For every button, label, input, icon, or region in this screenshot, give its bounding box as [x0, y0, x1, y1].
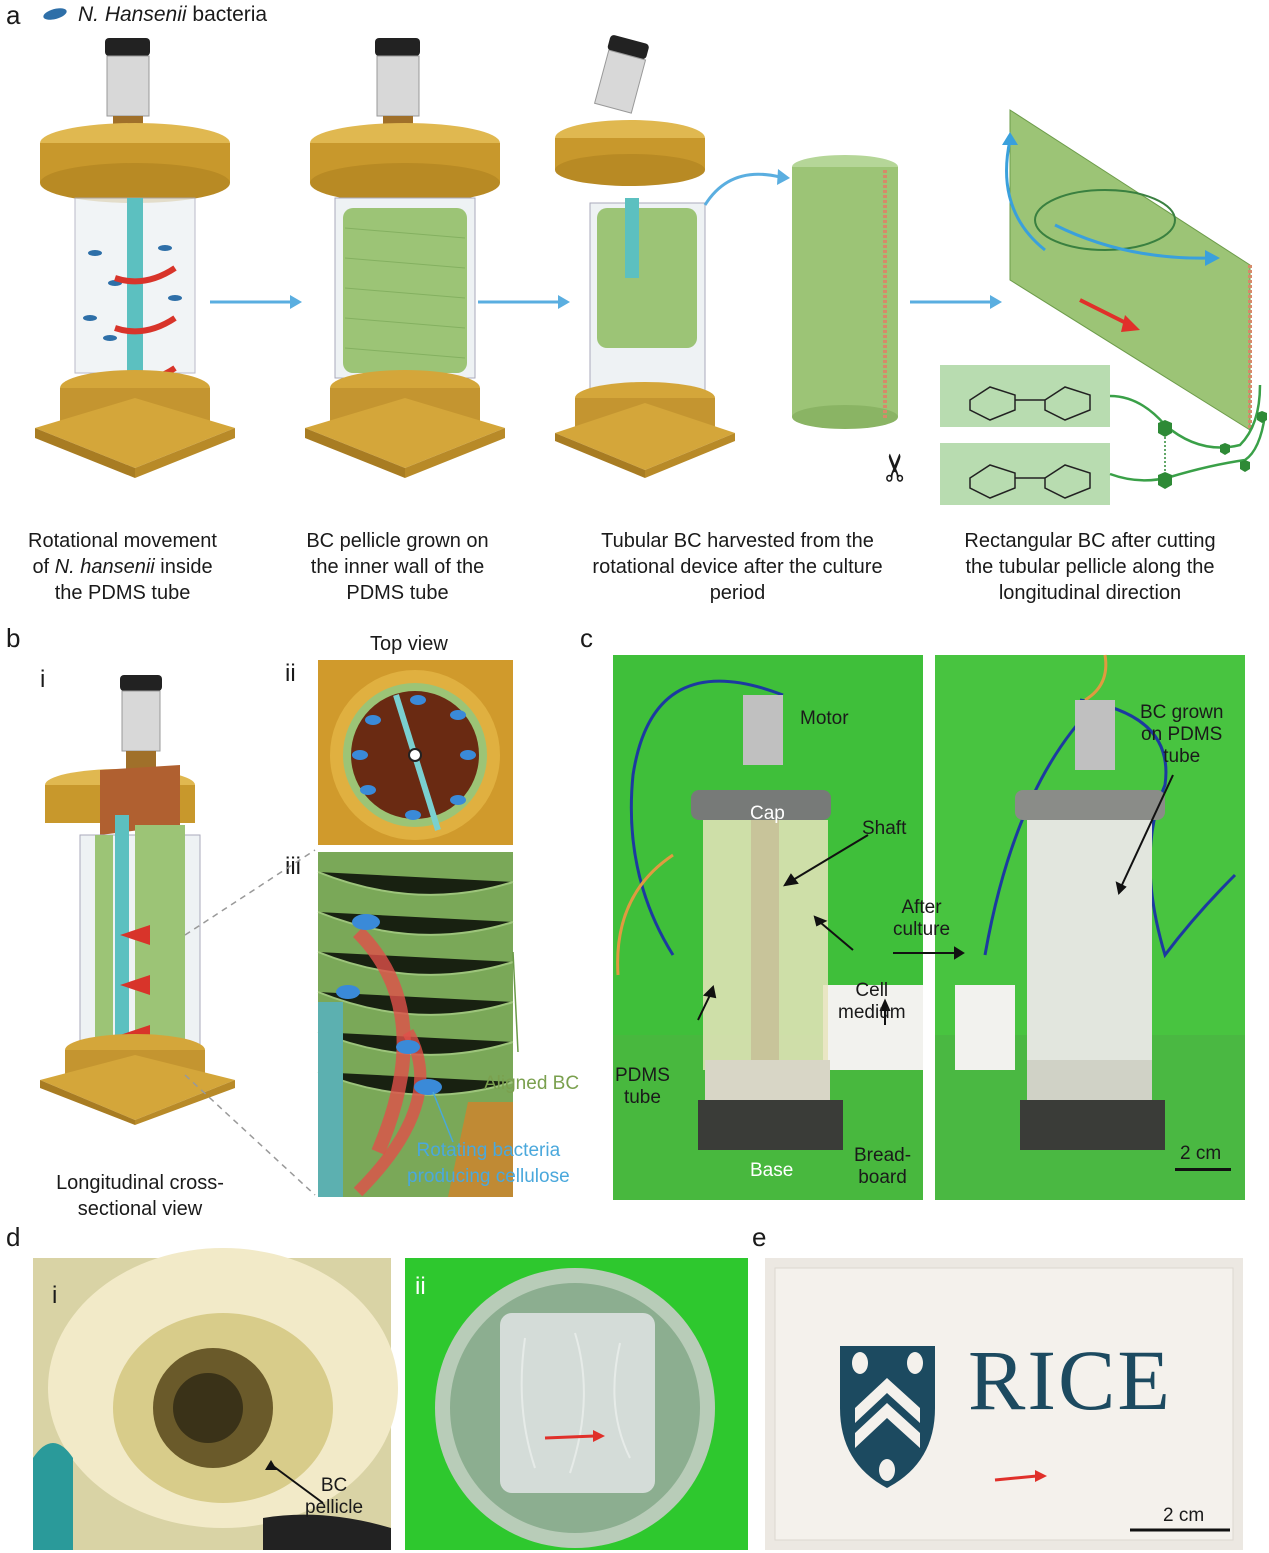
scale-bar-c: [1175, 1168, 1231, 1171]
label-cell-medium: Cell medium: [838, 980, 906, 1023]
label-bc-pellicle: BC pellicle: [305, 1475, 364, 1518]
panel-d-i: i: [52, 1282, 58, 1309]
flow-arrow-3: [910, 295, 1002, 309]
flow-arrow-2: [478, 295, 570, 309]
label-shaft: Shaft: [862, 818, 907, 839]
bc-pellicle-photo: [33, 1248, 398, 1550]
caption-step-3: Tubular BC harvested from the rotational…: [592, 530, 883, 604]
bacteria-legend: N. Hansenii bacteria: [78, 3, 268, 26]
scissors-icon: ✂: [875, 451, 918, 484]
aligned-bc-label: Aligned BC: [484, 1073, 580, 1094]
photo-label-arrows: [697, 774, 1174, 1025]
panel-d-ii: ii: [415, 1273, 426, 1300]
cross-section-device-illustration: [40, 675, 235, 1125]
panel-b-letter: b: [6, 623, 21, 653]
rotating-bacteria-label: Rotating bacteria producing cellulose: [407, 1140, 570, 1187]
device-photo-before: [613, 655, 923, 1200]
closeup-fiber-illustration: [317, 852, 519, 1197]
harvest-curved-arrow: [703, 169, 790, 206]
top-view-illustration: [318, 660, 513, 845]
label-motor: Motor: [800, 708, 849, 729]
panel-b-ii: ii: [285, 660, 296, 687]
scale-label-e: 2 cm: [1163, 1505, 1205, 1526]
device-photo-after: [935, 654, 1245, 1200]
label-pdms-tube: PDMS tube: [615, 1065, 670, 1108]
panel-b-i: i: [40, 666, 46, 693]
bacteria-legend-icon: [43, 8, 67, 20]
panel-a-letter: a: [6, 0, 21, 30]
label-bc-grown: BC grown on PDMS tube: [1140, 702, 1224, 767]
panel-e-letter: e: [752, 1222, 767, 1252]
cellulose-chain-diagram: [940, 365, 1267, 505]
zoom-connector-lines: [184, 849, 316, 1196]
rotational-device-illustration: [35, 38, 235, 478]
tubular-bc-illustration: [792, 155, 898, 429]
caption-step-2: BC pellicle grown on the inner wall of t…: [306, 530, 489, 604]
label-breadboard: Bread- board: [854, 1145, 912, 1188]
harvest-device-illustration: [555, 35, 735, 478]
caption-step-1: Rotational movement of N. hansenii insid…: [28, 530, 217, 604]
panel-c-letter: c: [580, 623, 593, 653]
label-after-culture: After culture: [893, 897, 951, 940]
rice-bc-photo: [765, 1258, 1243, 1550]
flow-arrow-1: [210, 295, 302, 309]
bc-pellicle-device-illustration: [305, 38, 505, 478]
top-view-label: Top view: [370, 633, 448, 655]
label-base: Base: [750, 1160, 794, 1181]
scale-label-c: 2 cm: [1180, 1143, 1222, 1164]
rice-logo-text: RICE: [968, 1332, 1172, 1428]
panel-d-letter: d: [6, 1222, 21, 1252]
label-cap: Cap: [750, 803, 785, 824]
cross-section-caption: Longitudinal cross- sectional view: [56, 1172, 224, 1220]
caption-step-4: Rectangular BC after cutting the tubular…: [964, 530, 1216, 604]
panel-b-iii: iii: [285, 853, 301, 880]
rectangular-bc-photo: [405, 1258, 748, 1550]
